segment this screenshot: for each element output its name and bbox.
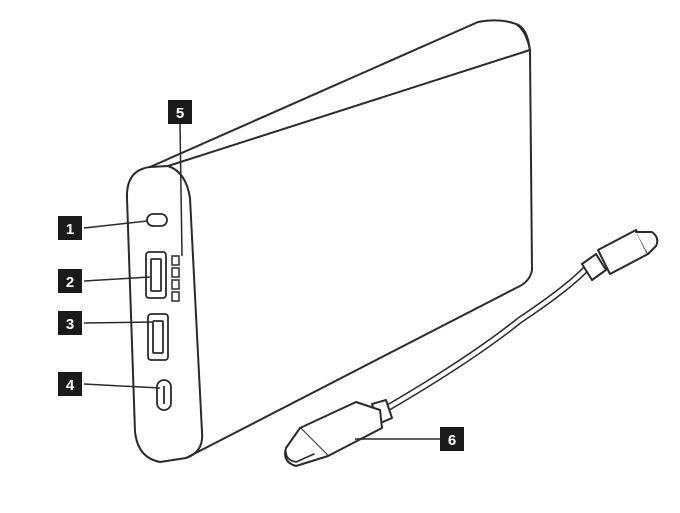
callout-label-6: 6 <box>448 432 456 449</box>
callout-2: 2 <box>58 269 82 293</box>
led-indicators <box>171 255 180 302</box>
leader-lines <box>83 122 440 440</box>
callout-label-3: 3 <box>66 316 74 333</box>
callout-4: 4 <box>58 372 82 396</box>
power-bank-body <box>125 19 533 463</box>
callout-6: 6 <box>440 427 464 451</box>
callout-1: 1 <box>58 216 82 240</box>
callout-3: 3 <box>58 311 82 335</box>
leader-line-5 <box>179 122 183 257</box>
leader-line-2 <box>83 276 151 282</box>
leader-line-1 <box>83 220 148 229</box>
usb-a-port-1 <box>145 251 167 299</box>
usb-c-port <box>156 379 172 411</box>
leader-line-3 <box>83 321 153 324</box>
callout-label-1: 1 <box>66 221 74 238</box>
leader-line-4 <box>83 383 161 389</box>
callout-label-4: 4 <box>66 377 75 394</box>
callout-label-5: 5 <box>176 105 184 122</box>
callout-5: 5 <box>168 100 192 124</box>
callout-label-2: 2 <box>66 274 74 291</box>
usb-c-cable <box>284 229 659 467</box>
usb-a-port-2 <box>147 313 169 361</box>
power-button <box>146 213 168 227</box>
